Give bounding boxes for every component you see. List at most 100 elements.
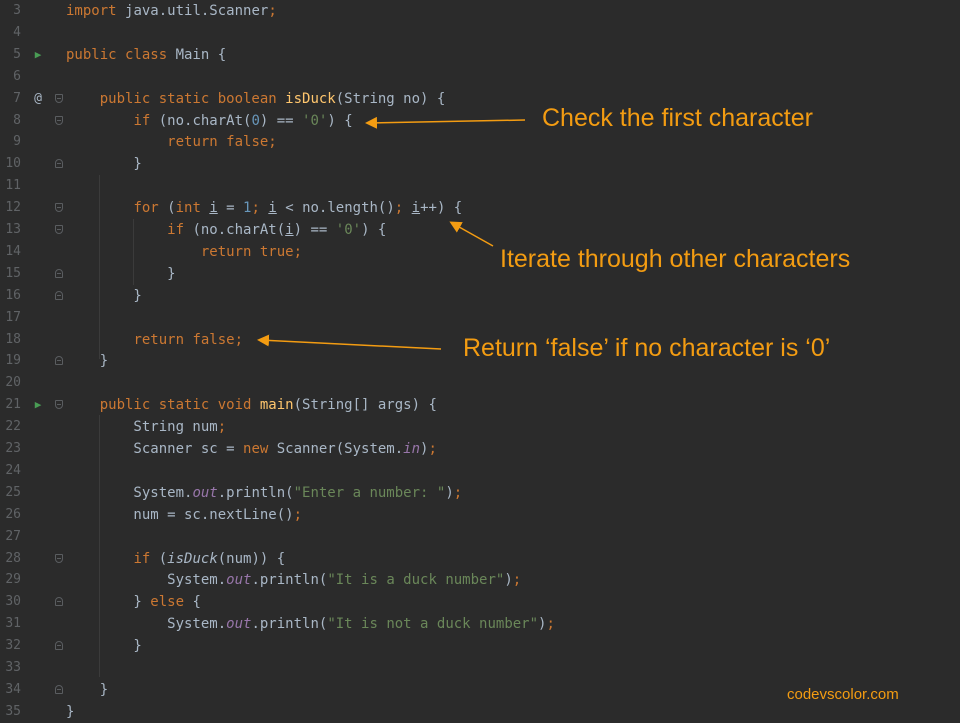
code-line[interactable]: 11 xyxy=(0,175,960,197)
code-token: ) { xyxy=(361,222,387,238)
code-token: ; xyxy=(546,616,555,633)
code-line[interactable]: 26 num = sc.nextLine(); xyxy=(0,504,960,526)
code-token: ; xyxy=(428,441,437,457)
code-token: for xyxy=(133,200,168,217)
indent-guide xyxy=(133,219,134,285)
code-line[interactable]: 13 if (no.charAt(i) == '0') { xyxy=(0,219,960,241)
code-token: } xyxy=(66,703,75,720)
fold-icon[interactable] xyxy=(55,290,63,300)
code-token: main xyxy=(259,397,294,414)
code-token: (no.charAt( xyxy=(192,222,286,238)
code-line[interactable]: 5▶public class Main { xyxy=(0,44,960,66)
code-token: (no.charAt( xyxy=(158,112,252,129)
fold-icon[interactable] xyxy=(55,268,63,278)
fold-icon[interactable] xyxy=(55,115,63,125)
override-icon[interactable]: @ xyxy=(34,90,42,106)
fold-icon[interactable] xyxy=(55,684,63,694)
code-line[interactable]: 8 if (no.charAt(0) == '0') { xyxy=(0,110,960,132)
code-token: ) xyxy=(504,572,513,589)
fold-icon[interactable] xyxy=(55,400,63,410)
code-line[interactable]: 20 xyxy=(0,372,960,394)
line-number: 7 xyxy=(13,90,21,106)
line-number: 18 xyxy=(5,331,21,347)
code-token: ; xyxy=(268,3,277,19)
fold-icon[interactable] xyxy=(55,641,63,651)
code-line[interactable]: 24 xyxy=(0,460,960,482)
fold-icon[interactable] xyxy=(55,356,63,366)
code-line[interactable]: 15 } xyxy=(0,263,960,285)
annotation-check-first: Check the first character xyxy=(542,104,813,132)
code-line[interactable]: 4 xyxy=(0,22,960,44)
code-line[interactable]: 19 } xyxy=(0,350,960,372)
code-line[interactable]: 14 return true; xyxy=(0,241,960,263)
code-line[interactable]: 18 return false; xyxy=(0,329,960,351)
run-icon[interactable]: ▶ xyxy=(34,398,42,412)
code-token: out xyxy=(192,484,218,501)
code-line[interactable]: 22 String num; xyxy=(0,416,960,438)
code-line[interactable]: 25 System.out.println("Enter a number: "… xyxy=(0,482,960,504)
code-line[interactable]: 30 } else { xyxy=(0,591,960,613)
code-line[interactable]: 35} xyxy=(0,701,960,723)
line-number: 31 xyxy=(5,616,21,632)
line-number: 13 xyxy=(5,222,21,237)
fold-icon[interactable] xyxy=(55,553,63,563)
code-text: } else { xyxy=(66,591,200,613)
code-line[interactable]: 31 System.out.println("It is not a duck … xyxy=(0,613,960,635)
line-number: 12 xyxy=(5,200,21,216)
code-line[interactable]: 16 } xyxy=(0,285,960,307)
code-line[interactable]: 21▶ public static void main(String[] arg… xyxy=(0,394,960,416)
code-line[interactable]: 29 System.out.println("It is a duck numb… xyxy=(0,569,960,591)
code-token: int xyxy=(175,200,210,217)
code-token: return false; xyxy=(167,134,277,151)
code-token: .println( xyxy=(251,572,328,589)
code-token: } xyxy=(66,638,142,655)
code-text: } xyxy=(66,635,142,657)
arrow-check-first xyxy=(365,116,526,129)
code-token: isDuck xyxy=(167,550,218,567)
code-token: ; xyxy=(512,572,522,589)
code-line[interactable]: 7@ public static boolean isDuck(String n… xyxy=(0,88,960,110)
code-token: ) xyxy=(445,484,454,501)
code-text: System.out.println("It is not a duck num… xyxy=(66,613,555,635)
code-token: ; xyxy=(251,200,269,217)
code-text: public class Main { xyxy=(66,44,226,66)
line-number: 27 xyxy=(5,528,21,544)
fold-icon[interactable] xyxy=(55,597,63,607)
annotation-return-false: Return ‘false’ if no character is ‘0’ xyxy=(463,334,831,362)
code-line[interactable]: 23 Scanner sc = new Scanner(System.in); xyxy=(0,438,960,460)
code-token: ++) { xyxy=(420,200,463,217)
code-token: } xyxy=(66,353,109,370)
code-line[interactable]: 10 } xyxy=(0,153,960,175)
fold-icon[interactable] xyxy=(55,225,63,234)
code-token: if xyxy=(133,112,159,129)
code-line[interactable]: 34 } xyxy=(0,679,960,701)
code-token: ) { xyxy=(327,112,353,129)
code-token: (String no) { xyxy=(335,90,446,107)
code-line[interactable]: 9 return false; xyxy=(0,131,960,153)
line-number: 35 xyxy=(5,703,21,719)
line-number: 26 xyxy=(5,506,21,522)
code-text: for (int i = 1; i < no.length(); i++) { xyxy=(66,197,462,219)
code-token: ( xyxy=(167,200,176,217)
code-line[interactable]: 33 xyxy=(0,657,960,679)
code-line[interactable]: 28 if (isDuck(num)) { xyxy=(0,548,960,570)
fold-icon[interactable] xyxy=(55,159,63,169)
code-line[interactable]: 12 for (int i = 1; i < no.length(); i++)… xyxy=(0,197,960,219)
code-line[interactable]: 17 xyxy=(0,307,960,329)
code-line[interactable]: 27 xyxy=(0,526,960,548)
fold-icon[interactable] xyxy=(55,203,63,213)
code-line[interactable]: 32 } xyxy=(0,635,960,657)
line-number: 23 xyxy=(5,441,21,456)
run-icon[interactable]: ▶ xyxy=(34,47,42,61)
code-token: < no.length() xyxy=(276,200,395,217)
line-number: 22 xyxy=(5,419,21,435)
code-line[interactable]: 6 xyxy=(0,66,960,88)
code-text: Scanner sc = new Scanner(System.in); xyxy=(66,438,437,460)
code-token: ; xyxy=(394,200,412,217)
code-token: System. xyxy=(66,616,227,633)
code-token: ; xyxy=(453,484,463,501)
code-token: 0 xyxy=(251,112,260,129)
fold-icon[interactable] xyxy=(55,93,63,103)
